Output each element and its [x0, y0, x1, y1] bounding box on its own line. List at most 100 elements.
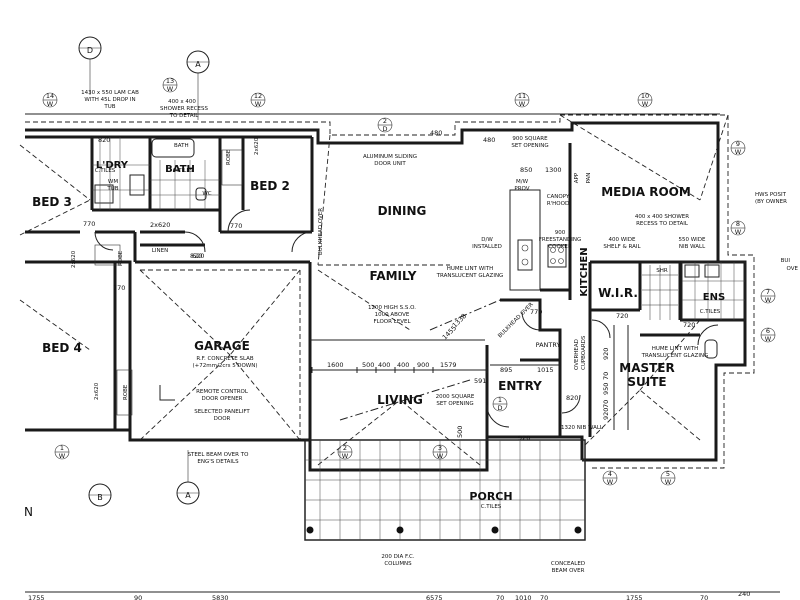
- plan-label: 720: [683, 321, 695, 329]
- room-ens: ENS: [703, 292, 725, 303]
- plan-label: W: [437, 452, 444, 460]
- plan-label: COOKER: [548, 244, 572, 250]
- plan-label: 400 x 400: [168, 99, 196, 105]
- plan-label: 770: [530, 308, 542, 316]
- plan-label: 900: [555, 230, 566, 236]
- plan-label: 500: [456, 426, 464, 438]
- plan-label: 6575: [426, 594, 443, 600]
- marker-d-top: D: [78, 36, 102, 95]
- plan-label: 1200 HIGH S.S.O.: [368, 305, 416, 311]
- plan-label: (BY OWNER: [755, 199, 787, 205]
- room-labels: BED 2 BED 3 BED 4 L'DRY BATH BATH DINING…: [32, 143, 725, 510]
- room-entry: ENTRY: [498, 379, 542, 393]
- plan-label: FLOOR LEVEL: [373, 319, 411, 325]
- plan-label: W: [59, 452, 66, 460]
- plan-label: 920: [602, 348, 610, 360]
- annotations: 1430 x 550 LAM CAB WITH 45L DROP IN TUB …: [24, 90, 799, 574]
- plan-label: SHR: [656, 268, 668, 274]
- plan-label: RECESS TO DETAIL: [636, 221, 689, 227]
- room-porch: PORCH: [469, 490, 512, 503]
- plan-label: C.TILES: [700, 309, 721, 315]
- plan-label: B: [97, 493, 103, 502]
- plan-label: W: [665, 478, 672, 486]
- plan-label: 6: [766, 327, 770, 335]
- marker-7: 7 W: [760, 288, 776, 304]
- marker-6: 6 W: [760, 327, 776, 343]
- fixtures: [25, 113, 746, 541]
- plan-label: 1430 x 550 LAM CAB: [81, 90, 139, 96]
- marker-3: 3 W: [432, 444, 448, 460]
- plan-label: WM: [108, 179, 118, 185]
- room-pantry: PANTRY: [536, 341, 561, 349]
- plan-label: 591: [474, 377, 486, 385]
- plan-label: 900 SQUARE: [512, 136, 548, 142]
- plan-label: 950: [602, 383, 610, 395]
- plan-label: 400: [378, 361, 390, 369]
- plan-label: A: [195, 60, 201, 69]
- plan-label: 14: [46, 92, 54, 100]
- robe-bed3: ROBE: [118, 250, 124, 266]
- plan-label: DOOR OPENER: [202, 396, 243, 402]
- plan-label: 7: [766, 288, 770, 296]
- plan-label: 70: [602, 372, 610, 380]
- room-master-line2: SUITE: [627, 375, 666, 389]
- marker-a-bottom: A: [176, 450, 200, 505]
- roof-outline: [19, 114, 755, 469]
- marker-13: 13 W: [162, 77, 178, 93]
- plan-label: SHELF & RAIL: [603, 244, 641, 250]
- room-living: LIVING: [377, 393, 423, 407]
- plan-label: OVE: [787, 266, 799, 272]
- plan-label: 11: [518, 92, 526, 100]
- plan-label: D/W: [481, 237, 493, 243]
- plan-label: 1320 NIB WALL: [561, 425, 604, 431]
- porch-tiles: C.TILES: [481, 504, 502, 510]
- plan-label: 2: [343, 444, 347, 452]
- plan-label: 770: [83, 220, 95, 228]
- plan-label: HWS POSIT: [755, 192, 787, 198]
- plan-label: A: [185, 491, 191, 500]
- marker-9: 9 W: [730, 140, 746, 156]
- plan-label: N: [24, 505, 33, 519]
- plan-label: R.F. CONCRETE SLAB: [196, 356, 254, 362]
- bottom-dimension-strip: 1755 90 5830 6575 70 1010 70 1755 70 240: [25, 590, 780, 600]
- plan-label: BEAM OVER: [552, 568, 585, 574]
- plan-label: C.TILES: [95, 168, 116, 174]
- plan-label: 2000 SQUARE: [436, 394, 475, 400]
- marker-1: 1 W: [54, 444, 70, 460]
- plan-label: D: [87, 46, 93, 55]
- plan-label: 8: [736, 220, 740, 228]
- bath-fixture-label: BATH: [174, 143, 189, 149]
- plan-label: 2x620: [150, 221, 170, 229]
- plan-label: NIB WALL: [679, 244, 706, 250]
- plan-label: 240: [738, 590, 750, 598]
- plan-label: W: [167, 85, 174, 93]
- plan-label: 550 WIDE: [678, 237, 706, 243]
- plan-label: PROV: [514, 186, 529, 192]
- room-bed4: BED 4: [42, 341, 82, 355]
- plan-label: W: [735, 228, 742, 236]
- plan-label: 1010: [515, 594, 532, 600]
- room-garage: GARAGE: [194, 339, 250, 353]
- plan-label: 2: [383, 117, 387, 125]
- plan-label: 1579: [440, 361, 457, 369]
- room-family: FAMILY: [370, 269, 417, 283]
- room-master-line1: MASTER: [619, 361, 675, 375]
- plan-label: HUME LINT WITH: [652, 346, 699, 352]
- plan-label: 12: [254, 92, 262, 100]
- marker-section-2d: 2 D: [377, 117, 393, 133]
- room-wir: W.I.R.: [598, 286, 638, 300]
- plan-label: BULKHEAD OVER: [318, 208, 324, 255]
- plan-label: 2x620: [254, 137, 260, 155]
- plan-label: W: [47, 100, 54, 108]
- plan-label: SELECTED PANELIFT: [194, 409, 250, 415]
- plan-label: 820: [98, 136, 110, 144]
- marker-12: 12 W: [250, 92, 266, 108]
- plan-label: 9: [736, 140, 740, 148]
- plan-label: TO DETAIL: [169, 113, 199, 119]
- marker-8: 8 W: [730, 220, 746, 236]
- plan-label: CANOPY: [547, 194, 570, 200]
- plan-label: SET OPENING: [511, 143, 548, 149]
- plan-label: APP: [574, 172, 580, 183]
- plan-label: INSTALLED: [472, 244, 502, 250]
